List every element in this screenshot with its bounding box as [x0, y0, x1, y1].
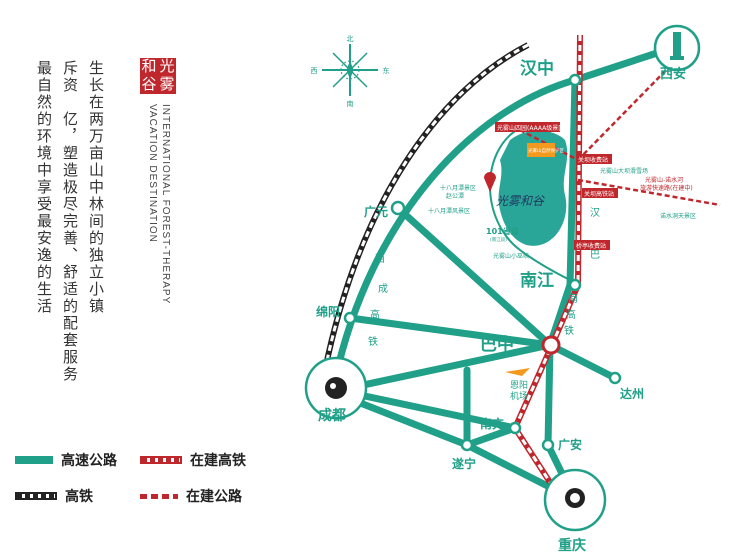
- poi-shibayue-1b: 赵公潭: [446, 192, 464, 200]
- brand-seal: 和光谷雾: [140, 57, 176, 94]
- brand-english-1: INTERNATIONAL FOREST-THERAPY: [160, 104, 171, 305]
- node-guangyuan: [390, 200, 406, 216]
- pagoda-icon: [670, 32, 684, 60]
- airport-label-1: 恩阳: [510, 380, 528, 391]
- legend-swatch: [15, 492, 57, 500]
- node-nanjiang: [568, 278, 582, 292]
- lake: [498, 130, 568, 246]
- highways: [331, 48, 664, 504]
- city-chengdu: 成都: [318, 407, 346, 424]
- legend-swatch: [15, 456, 53, 464]
- legend-swatch: [140, 456, 182, 464]
- brand-english-2: VACATION DESTINATION: [147, 104, 158, 243]
- intro-line-2: 斥资 亿，塑造极尽完善、舒适的配套服务: [61, 60, 79, 383]
- legend-label: 高铁: [65, 489, 93, 505]
- route-char: 高: [566, 308, 576, 321]
- poi-101: 101省道: [486, 226, 519, 236]
- route-char: 南: [568, 292, 578, 305]
- compass-n: 北: [347, 35, 354, 43]
- intro-line-3: 最自然的环境中享受最安逸的生活: [35, 60, 53, 315]
- city-suining: 遂宁: [452, 456, 476, 471]
- route-char: 铁: [368, 335, 378, 348]
- node-bazhong: [541, 335, 561, 355]
- compass-e: 东: [383, 66, 390, 75]
- poi-expressway-1: 光雾山-诺水河: [645, 176, 683, 184]
- city-xian: 西安: [660, 66, 686, 82]
- legend-road-construction: 在建公路: [140, 486, 242, 506]
- poi-reserve: 光雾山自然保护区: [528, 147, 564, 154]
- legend-label: 在建高铁: [190, 453, 246, 469]
- panda-icon: [325, 377, 347, 399]
- route-char: 高: [370, 308, 380, 321]
- node-dazhou: [608, 371, 622, 385]
- poi-dabashan: 光雾山大坝滑雪场: [600, 167, 648, 175]
- route-char: 成: [378, 283, 388, 295]
- legend-hsr-construction: 在建高铁: [140, 450, 246, 470]
- city-bazhong: 巴中: [480, 334, 514, 355]
- node-hanzhong: [568, 73, 582, 87]
- node-mianyang: [343, 311, 357, 325]
- legend-swatch: [140, 493, 178, 499]
- project-name: 光雾和谷: [496, 194, 545, 208]
- airport-label-2: 机场: [510, 390, 528, 402]
- city-dazhou: 达州: [620, 386, 644, 401]
- poi-xiaosanxia: 光雾山小巫峡: [493, 252, 529, 260]
- compass-icon: 北 南 西 东: [311, 35, 390, 108]
- city-chongqing: 重庆: [558, 537, 586, 554]
- poi-toll-qiaoting: 桥亭收费站: [576, 242, 606, 250]
- city-nanjiang: 南江: [520, 270, 554, 291]
- city-nanchong: 南充: [480, 416, 504, 431]
- route-char: 西: [375, 254, 385, 265]
- chongqing-icon: [565, 488, 585, 508]
- poi-shibayue-1: 十八月潭景区: [440, 184, 476, 192]
- route-char: 汉: [590, 207, 600, 219]
- poi-park: 光雾山四园(AAAA级景区): [497, 124, 567, 132]
- loop-road: [489, 127, 571, 281]
- route-char: 铁: [564, 324, 574, 337]
- node-nanchong: [508, 421, 522, 435]
- poi-expressway-2: 旅游快速路(在建中): [640, 184, 693, 192]
- poi-nuoshui: 诺水洞天景区: [660, 212, 696, 220]
- city-mianyang: 绵阳: [316, 304, 340, 319]
- node-guangan: [541, 438, 555, 452]
- legend-label: 在建公路: [186, 489, 242, 505]
- node-suining: [460, 438, 474, 452]
- compass-w: 西: [311, 67, 318, 75]
- legend-hsr: 高铁: [15, 486, 93, 506]
- poi-toll-guanba: 关坝收费站: [578, 156, 608, 164]
- intro-line-1: 生长在两万亩山中林间的独立小镇: [87, 60, 105, 315]
- poi-hsr-station: 关坝高铁站: [584, 190, 614, 198]
- airplane-icon: [505, 368, 530, 376]
- route-char: 巴: [590, 249, 600, 261]
- compass-s: 南: [347, 99, 354, 108]
- legend-label: 高速公路: [61, 453, 117, 469]
- city-guangan: 广安: [558, 437, 582, 452]
- city-hanzhong: 汉中: [520, 58, 554, 79]
- city-guangyuan: 广元: [364, 204, 388, 219]
- location-pin-icon: [484, 172, 496, 192]
- poi-101-sub: (南江段): [490, 236, 507, 243]
- poi-shibayue-2: 十八月潭风景区: [428, 207, 470, 215]
- legend-highway: 高速公路: [15, 450, 117, 470]
